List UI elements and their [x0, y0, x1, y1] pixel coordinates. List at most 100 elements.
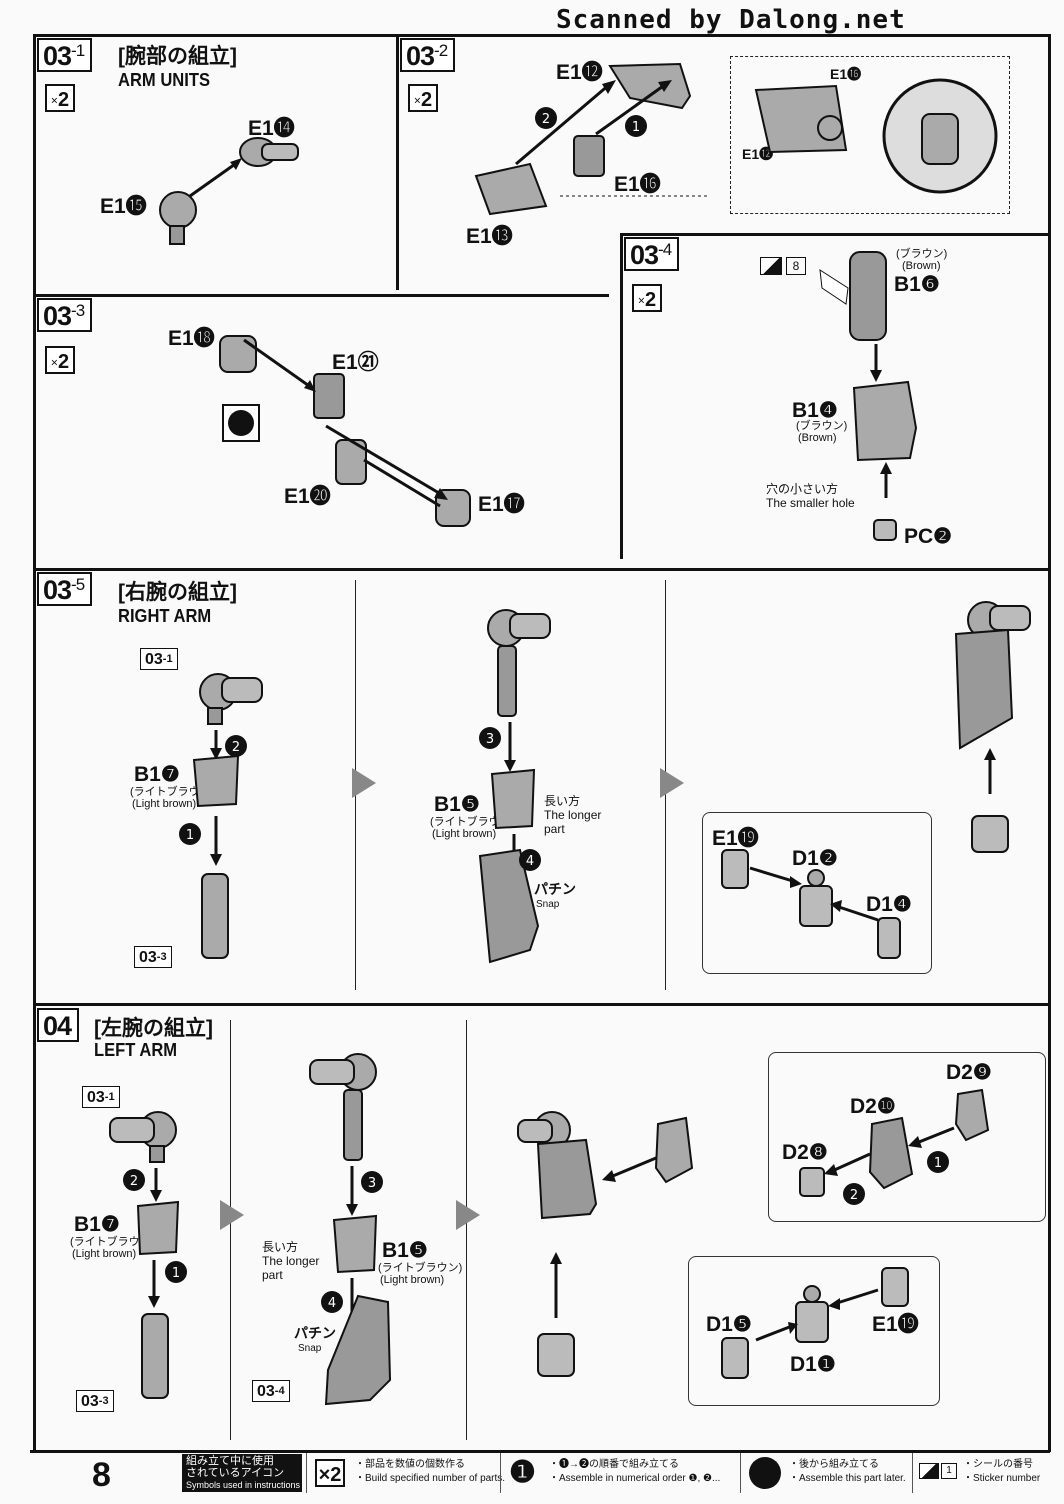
svg-text:4: 4 — [328, 1296, 336, 1311]
quantity-icon: ×2 — [315, 1459, 345, 1487]
top-border — [33, 34, 1051, 37]
svg-text:1: 1 — [172, 1266, 180, 1281]
part-label: B1❺ — [382, 1239, 428, 1262]
divider-04-a — [230, 1020, 231, 1440]
step-badge-04: 04 — [37, 1008, 80, 1042]
color-note-ja: (ライトブラウン) — [378, 1262, 463, 1274]
divider-03-4-top — [620, 233, 1051, 236]
color-note-en: (Light brown) — [432, 828, 497, 840]
legend-item: ・後から組み立てる ・Assemble this part later. — [740, 1453, 909, 1493]
longer-note-en: The longer — [262, 1254, 320, 1268]
svg-text:1: 1 — [934, 1156, 942, 1171]
color-note-ja: (ライトブラウン) — [70, 1236, 155, 1248]
part-label: E1⓬ — [556, 61, 603, 84]
svg-text:3: 3 — [486, 732, 494, 747]
right-arm-stage-3 — [954, 601, 1031, 853]
snap-note-en: Snap — [298, 1343, 322, 1354]
part-label: E1⓴ — [284, 485, 331, 508]
left-arm-stage-1: 2 1 — [109, 1111, 187, 1399]
legend-item: 1 ・シールの番号 ・Sticker number — [912, 1453, 1049, 1493]
left-arm-stage-2: 3 4 — [309, 1053, 392, 1406]
legend-text-en: ・Sticker number — [963, 1473, 1041, 1484]
longer-note-en: The longer — [544, 808, 602, 822]
part-label: B1❻ — [894, 273, 940, 296]
step-badge-03-1: 03-1 — [37, 38, 93, 72]
longer-note-en: part — [262, 1268, 283, 1282]
part-label: B1❼ — [134, 763, 180, 786]
longer-note-ja: 長い方 — [262, 1240, 299, 1254]
step-badge-03-3: 03-3 — [37, 298, 93, 332]
part-label: D1❺ — [706, 1313, 752, 1336]
divider-03-5-top — [33, 568, 1051, 571]
arm-joint-illustration — [159, 137, 299, 245]
quantity-badge: ×2 — [45, 346, 75, 374]
legend-heading-ja: されているアイコン — [186, 1467, 285, 1479]
legend-text-ja: ・後から組み立てる — [789, 1459, 879, 1470]
part-label: D2❾ — [946, 1061, 992, 1084]
color-note-ja: (ブラウン) — [896, 248, 948, 260]
assemble-later-icon — [222, 404, 260, 442]
part-label: D1❷ — [792, 847, 838, 870]
hand-detail-callout — [688, 1256, 940, 1406]
step-badge-03-4: 03-4 — [624, 237, 680, 271]
legend-item: ×2 ・部品を数値の個数作る ・Build specified number o… — [306, 1453, 505, 1493]
part-label: E1⓭ — [466, 225, 513, 248]
order-number-icon: ❶ — [509, 1456, 536, 1489]
divider-03-3-03-4 — [620, 233, 623, 559]
color-note-ja: (ブラウン) — [796, 420, 848, 432]
part-label: D2❽ — [782, 1141, 828, 1164]
stage-arrow — [660, 768, 684, 798]
longer-note-ja: 長い方 — [544, 794, 581, 808]
detail-zoom-illustration — [754, 78, 998, 194]
title-left-arm-ja: [左腕の組立] — [94, 1017, 213, 1040]
legend-text-en: ・Assemble in numerical order ❶, ❷... — [549, 1473, 721, 1484]
quantity-badge: ×2 — [45, 84, 75, 112]
snap-note-ja: パチン — [294, 1325, 336, 1341]
svg-text:2: 2 — [130, 1174, 138, 1189]
stage-arrow — [220, 1200, 244, 1230]
svg-text:2: 2 — [850, 1188, 858, 1203]
quantity-badge: ×2 — [632, 284, 662, 312]
hole-note-ja: 穴の小さい方 — [766, 482, 839, 496]
longer-note-en: part — [544, 822, 565, 836]
color-note-en: (Light brown) — [132, 798, 197, 810]
sticker-icon — [919, 1463, 939, 1479]
part-label: B1❺ — [434, 793, 480, 816]
svg-text:2: 2 — [542, 112, 550, 127]
svg-text:1: 1 — [632, 120, 640, 135]
step-reference: 03-3 — [76, 1390, 114, 1412]
snap-note-ja: パチン — [534, 881, 576, 897]
part-label: D1❹ — [866, 893, 912, 916]
sticker-number: 8 — [786, 257, 806, 275]
part-label: E1⓳ — [872, 1313, 919, 1336]
right-hand-illustration — [721, 849, 901, 959]
left-border — [33, 34, 36, 1452]
legend-heading-en: Symbols used in instructions — [186, 1480, 301, 1490]
divider-04-top — [33, 1003, 1051, 1006]
hole-note-en: The smaller hole — [766, 496, 855, 510]
svg-text:2: 2 — [232, 740, 240, 755]
title-right-arm-en: RIGHT ARM — [118, 606, 212, 626]
part-label: E1⓮ — [248, 117, 295, 140]
part-label: E1⓯ — [100, 195, 147, 218]
forearm-shell-illustration — [819, 251, 918, 541]
svg-text:3: 3 — [368, 1176, 376, 1191]
legend-heading: 組み立て中に使用 されているアイコン Symbols used in instr… — [182, 1454, 302, 1492]
step-badge-03-2: 03-2 — [400, 38, 456, 72]
color-note-en: (Brown) — [902, 260, 941, 272]
detail-part-label: E1⓰ — [830, 66, 862, 82]
legend-text-ja: ・❶→❷の順番で組み立てる — [549, 1459, 679, 1470]
legend-text-ja: ・シールの番号 — [963, 1459, 1033, 1470]
part-label: B1❹ — [792, 399, 838, 422]
quantity-badge: ×2 — [408, 84, 438, 112]
part-label: B1❼ — [74, 1213, 120, 1236]
part-label: D2❿ — [850, 1095, 896, 1118]
scan-watermark: Scanned by Dalong.net — [556, 5, 906, 35]
part-label: D1❶ — [790, 1353, 836, 1376]
svg-text:1: 1 — [186, 828, 194, 843]
title-arm-units-en: ARM UNITS — [118, 70, 210, 90]
part-label: E1⓱ — [478, 493, 525, 516]
left-arm-stage-3 — [517, 1111, 694, 1377]
snap-note-en: Snap — [536, 899, 560, 910]
color-note-ja: (ライトブラウン) — [430, 816, 515, 828]
